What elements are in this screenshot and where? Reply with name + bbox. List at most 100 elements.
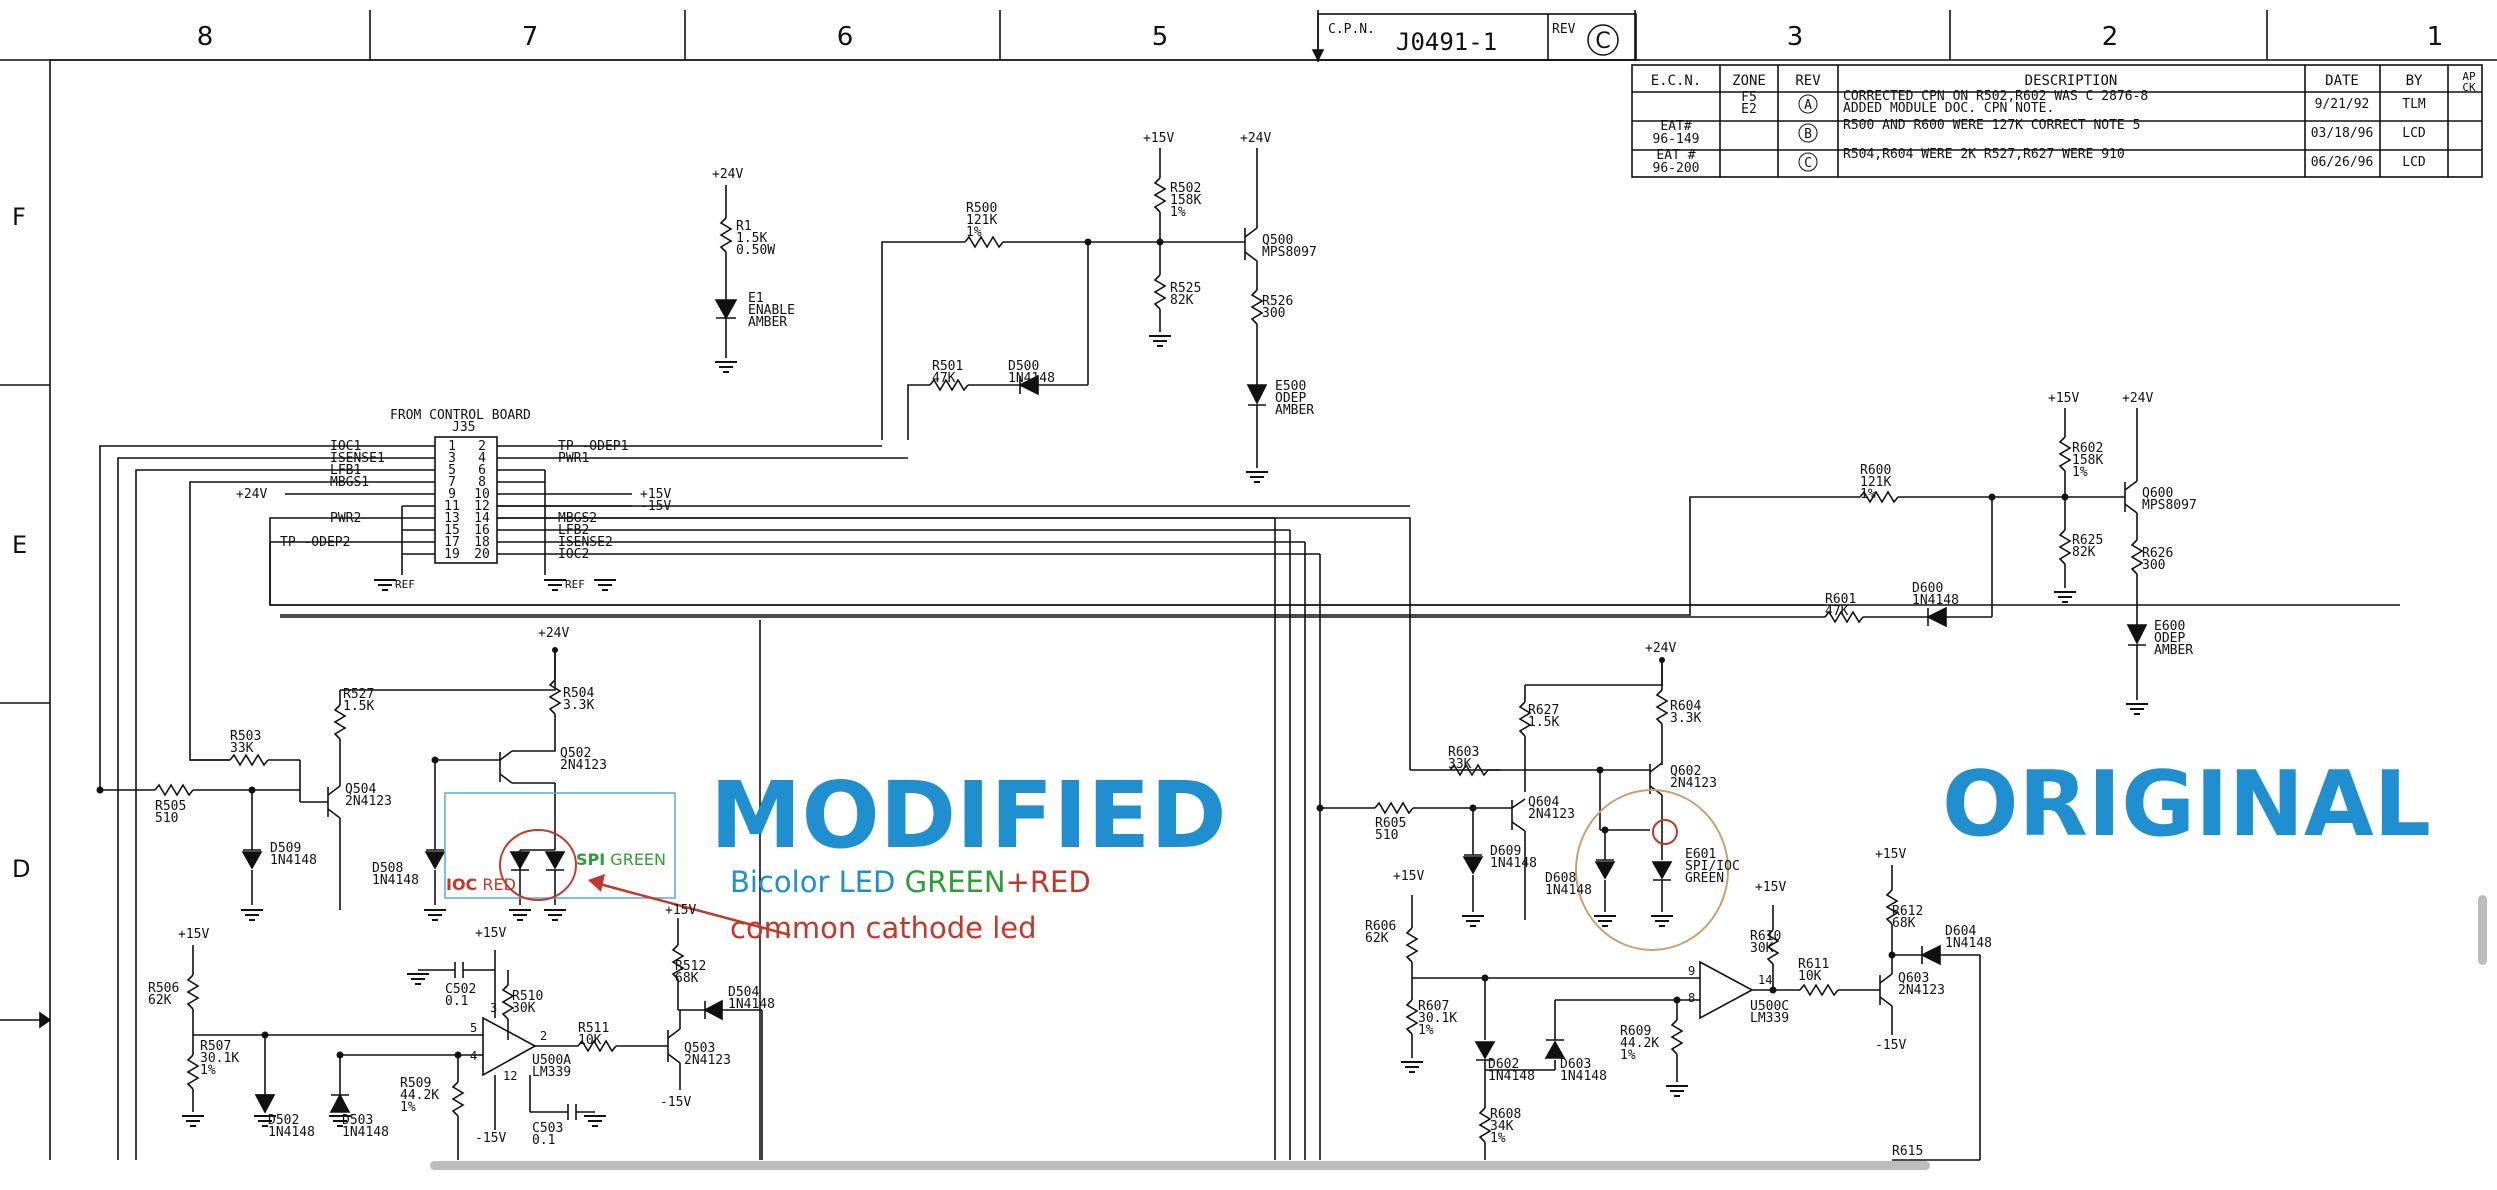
component-r615-line: R615 [1892,1144,1923,1159]
rev-circle [1798,94,1818,114]
component-d504-line: 1N4148 [728,997,775,1012]
zone-label-F: F [12,203,26,231]
component-d504-line: D504 [728,985,759,1000]
rev-letter: C [1804,156,1812,171]
component-q602-line: Q602 [1670,764,1701,779]
rail-label: -15V [660,1095,691,1110]
connector-signal: TP -ODEP1 [558,439,628,454]
connector-pin: 12 [474,499,490,514]
opamp-pin: 5 [470,1021,477,1035]
connector-pin: 3 [448,451,456,466]
connector-pin: 16 [474,523,490,538]
connector-pin: 19 [444,547,460,562]
rail-label: +15V [665,903,696,918]
component-d508-line: D508 [372,861,403,876]
rev-letter: B [1804,127,1812,142]
component-r604-line: 3.3K [1670,711,1701,726]
component-c502-line: 0.1 [445,994,468,1009]
rail-label: +15V [1393,869,1424,884]
component-r510-line: 30K [512,1001,536,1016]
rail-label: +24V [2122,391,2153,406]
component-d502-line: 1N4148 [268,1125,315,1140]
original-title: ORIGINAL [1942,752,2431,857]
bicolor-red: RED [1029,865,1091,899]
component-e1-line: E1 [748,291,764,306]
opamp-pin: 12 [503,1069,517,1083]
spi-green-label: SPI GREEN [576,852,666,868]
component-e1-line: AMBER [748,315,787,330]
component-u500a-line: U500A [532,1053,571,1068]
rail-label: +24V [538,626,569,641]
component-c502-line: C502 [445,982,476,997]
component-r1-line: 1.5K [736,231,767,246]
rev-header: BY [2406,73,2423,89]
component-r500-line: R500 [966,201,997,216]
component-r511-line: 10K [578,1033,602,1048]
connector-signal: LFB1 [330,463,361,478]
rail-label: +15V [1755,880,1786,895]
connector-pin: 11 [444,499,460,514]
rev-ecn: 96-149 [1653,132,1700,147]
zone-label-6: 6 [837,22,854,52]
component-r525-line: 82K [1170,293,1194,308]
component-r511-line: R511 [578,1021,609,1036]
component-r611-line: 10K [1798,969,1822,984]
component-d603-line: D603 [1560,1057,1591,1072]
opamp-pin: 3 [490,1001,497,1015]
component-r502-line: 1% [1170,205,1186,220]
zone-label-3: 3 [1787,22,1804,52]
component-r604-line: R604 [1670,699,1701,714]
component-r527-line: R527 [343,687,374,702]
rev-ecn: EAT# [1660,119,1691,134]
rail-label: +15V [475,926,506,941]
horizontal-scrollbar[interactable] [430,1161,1930,1170]
vertical-scrollbar[interactable] [2478,895,2487,965]
component-e601-line: SPI/IOC [1685,859,1740,874]
component-d602-line: D602 [1488,1057,1519,1072]
component-r601-line: 47K [1825,604,1849,619]
connector-signal: +15V [640,487,671,502]
component-r606-line: R606 [1365,919,1396,934]
connector-pin: 6 [478,463,486,478]
connector-signal: PWR2 [330,511,361,526]
connector-title: FROM CONTROL BOARD [390,408,531,423]
connector-signal: ISENSE2 [558,535,613,550]
connector-pin: 5 [448,463,456,478]
component-d604-line: D604 [1945,924,1976,939]
component-r502-line: R502 [1170,181,1201,196]
component-r607-line: R607 [1418,999,1449,1014]
component-q500-line: MPS8097 [1262,245,1317,260]
ioc-label: IOC [446,875,478,894]
component-q603-line: 2N4123 [1898,983,1945,998]
component-r602-line: 1% [2072,465,2088,480]
component-e500-line: E500 [1275,379,1306,394]
rev-by: LCD [2402,126,2426,141]
rev-date: 06/26/96 [2311,155,2374,170]
component-q603-line: Q603 [1898,971,1929,986]
component-r603-line: 33K [1448,757,1472,772]
component-r601-line: R601 [1825,592,1856,607]
zone-label-7: 7 [522,22,539,52]
connector-pin: 14 [474,511,490,526]
diodes [241,299,2148,1114]
component-r512-line: R512 [675,959,706,974]
connector-signal: TP -ODEP2 [280,535,350,550]
rev-header: REV [1795,73,1821,89]
connector-signal: MBGS1 [330,475,369,490]
spi-label: SPI [576,850,606,869]
rev-header: DATE [2325,73,2359,89]
component-r627-line: 1.5K [1528,715,1559,730]
component-r507-line: 30.1K [200,1051,239,1066]
bicolor-green: GREEN [904,865,1006,899]
component-d609-line: D609 [1490,844,1521,859]
component-e600-line: AMBER [2154,643,2193,658]
component-r609-line: 44.2K [1620,1036,1659,1051]
component-r611-line: R611 [1798,957,1829,972]
rev-zone: F5 [1741,90,1757,105]
component-d602-line: 1N4148 [1488,1069,1535,1084]
opamp-pin: 8 [1688,991,1695,1005]
component-c503-line: C503 [532,1121,563,1136]
component-d608-line: D608 [1545,871,1576,886]
rev-date: 03/18/96 [2311,126,2374,141]
junction-dots [96,238,2069,1059]
